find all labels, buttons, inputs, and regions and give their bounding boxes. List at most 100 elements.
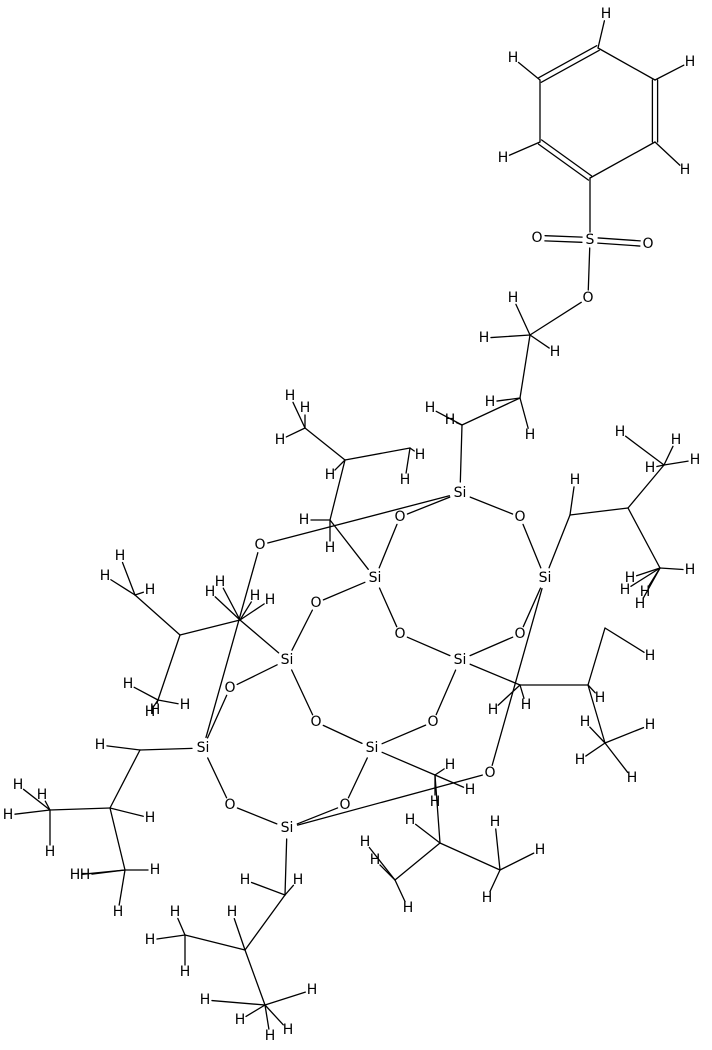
bond-s-o2 bbox=[597, 237, 641, 242]
hydrogen-label: H bbox=[45, 844, 56, 860]
hydrogen-bond bbox=[497, 684, 521, 706]
hydrogen-bond bbox=[569, 486, 575, 516]
hydrogen-bond bbox=[222, 587, 241, 621]
hydrogen-bond bbox=[656, 464, 665, 468]
hydrogen-label: H bbox=[570, 472, 581, 488]
hydrogen-bond bbox=[659, 567, 684, 571]
hydrogen-bond bbox=[496, 397, 521, 402]
hydrogen-label: H bbox=[625, 570, 636, 586]
bond-si2-a1 bbox=[548, 514, 571, 569]
hydrogen-label: H bbox=[113, 904, 124, 920]
bond-g2-g4 bbox=[109, 807, 126, 871]
hydrogen-label: H bbox=[200, 992, 211, 1008]
hydrogen-bond bbox=[239, 603, 265, 621]
bond-oh-si6 bbox=[322, 724, 363, 745]
hydrogen-bond bbox=[508, 141, 541, 156]
hydrogen-label: H bbox=[227, 904, 238, 920]
bond-si6-f1 bbox=[381, 751, 436, 776]
hydrogen-bond bbox=[81, 869, 126, 875]
hydrogen-bond bbox=[409, 447, 415, 452]
atom-label-si1: Si bbox=[454, 485, 467, 501]
hydrogen-label: H bbox=[115, 548, 126, 564]
bond-si2-oe bbox=[522, 587, 542, 628]
hydrogen-label: H bbox=[485, 394, 496, 410]
hydrogen-label: H bbox=[215, 574, 226, 590]
hydrogen-bond bbox=[44, 800, 51, 811]
hydrogen-bond bbox=[529, 334, 550, 349]
bond-c3-c4 bbox=[538, 45, 598, 79]
hydrogen-label: H bbox=[283, 1022, 294, 1038]
hydrogen-label: H bbox=[235, 1012, 246, 1028]
bond-e1-e2 bbox=[179, 619, 241, 636]
hydrogen-label: H bbox=[95, 737, 106, 753]
hydrogen-label: H bbox=[645, 717, 656, 733]
hydrogen-label: H bbox=[488, 702, 499, 718]
hydrogen-label: H bbox=[498, 150, 509, 166]
hydrogen-bond bbox=[414, 823, 441, 844]
hydrogen-bond bbox=[434, 774, 465, 788]
bond-og-si7 bbox=[206, 694, 228, 739]
atom-label-o3: O bbox=[582, 290, 593, 306]
bond-si7-g1 bbox=[139, 747, 193, 751]
bond-si1-ob bbox=[406, 496, 451, 515]
hydrogen-bond bbox=[214, 596, 241, 621]
hydrogen-bond bbox=[635, 567, 661, 577]
bond-si3-b1 bbox=[329, 519, 369, 570]
hydrogen-label: H bbox=[145, 582, 156, 598]
bond-of-si6 bbox=[381, 724, 427, 745]
hydrogen-label: H bbox=[445, 757, 456, 773]
bond-b2-b4 bbox=[344, 447, 411, 461]
bond-c3-c4 bbox=[540, 49, 600, 83]
bond-p1-p2 bbox=[519, 334, 531, 399]
hydrogen-bond bbox=[106, 745, 141, 751]
hydrogen-bond bbox=[515, 303, 531, 336]
atom-label-si4: Si bbox=[454, 652, 467, 668]
bond-d2-d4 bbox=[587, 684, 606, 744]
hydrogen-bond bbox=[245, 1004, 266, 1018]
atom-label-oi: O bbox=[224, 797, 235, 813]
atom-label-o2: O bbox=[642, 236, 653, 252]
bond-si5-e1 bbox=[239, 619, 280, 654]
hydrogen-bond bbox=[156, 699, 159, 704]
hydrogen-bond bbox=[239, 601, 252, 621]
hydrogen-label: H bbox=[250, 588, 261, 604]
hydrogen-label: H bbox=[325, 540, 336, 556]
hydrogen-label: H bbox=[150, 862, 161, 878]
hydrogen-bond bbox=[121, 561, 136, 596]
hydrogen-label: H bbox=[80, 867, 91, 883]
hydrogen-label: H bbox=[479, 330, 490, 346]
bond-i2-i3 bbox=[184, 934, 246, 951]
hydrogen-bond bbox=[109, 807, 144, 817]
hydrogen-label: H bbox=[145, 810, 156, 826]
hydrogen-label: H bbox=[265, 592, 276, 608]
hydrogen-label: H bbox=[490, 814, 501, 830]
bond-f2-f3 bbox=[394, 842, 441, 881]
atom-label-si2: Si bbox=[539, 570, 552, 586]
bond-i1-i2 bbox=[244, 894, 286, 951]
hydrogen-label: H bbox=[299, 512, 310, 528]
hydrogen-bond bbox=[624, 435, 665, 466]
atom-label-ol: O bbox=[484, 765, 495, 781]
bond-b2-b3 bbox=[304, 427, 346, 461]
hydrogen-bond bbox=[250, 881, 286, 896]
hydrogen-label: H bbox=[325, 467, 336, 483]
hydrogen-label: H bbox=[508, 50, 519, 66]
hydrogen-label: H bbox=[145, 932, 156, 948]
hydrogen-bond bbox=[654, 64, 685, 81]
hydrogen-label: H bbox=[13, 777, 24, 793]
hydrogen-bond bbox=[435, 410, 463, 426]
atom-label-oj: O bbox=[339, 797, 350, 813]
bond-o3-p1 bbox=[529, 301, 582, 336]
bond-g1-g2 bbox=[109, 749, 141, 809]
bond-ol-si8 bbox=[296, 774, 483, 826]
hydrogen-bond bbox=[14, 809, 51, 815]
hydrogen-bond bbox=[405, 447, 411, 474]
hydrogen-label: H bbox=[465, 782, 476, 798]
hydrogen-label: H bbox=[180, 964, 191, 980]
hydrogen-bond bbox=[642, 567, 661, 599]
hydrogen-bond bbox=[211, 999, 266, 1006]
bond-si5-og bbox=[236, 664, 278, 686]
bond-d2-d3 bbox=[587, 627, 606, 686]
atom-label-oe: O bbox=[514, 626, 525, 642]
hydrogen-label: H bbox=[3, 807, 14, 823]
